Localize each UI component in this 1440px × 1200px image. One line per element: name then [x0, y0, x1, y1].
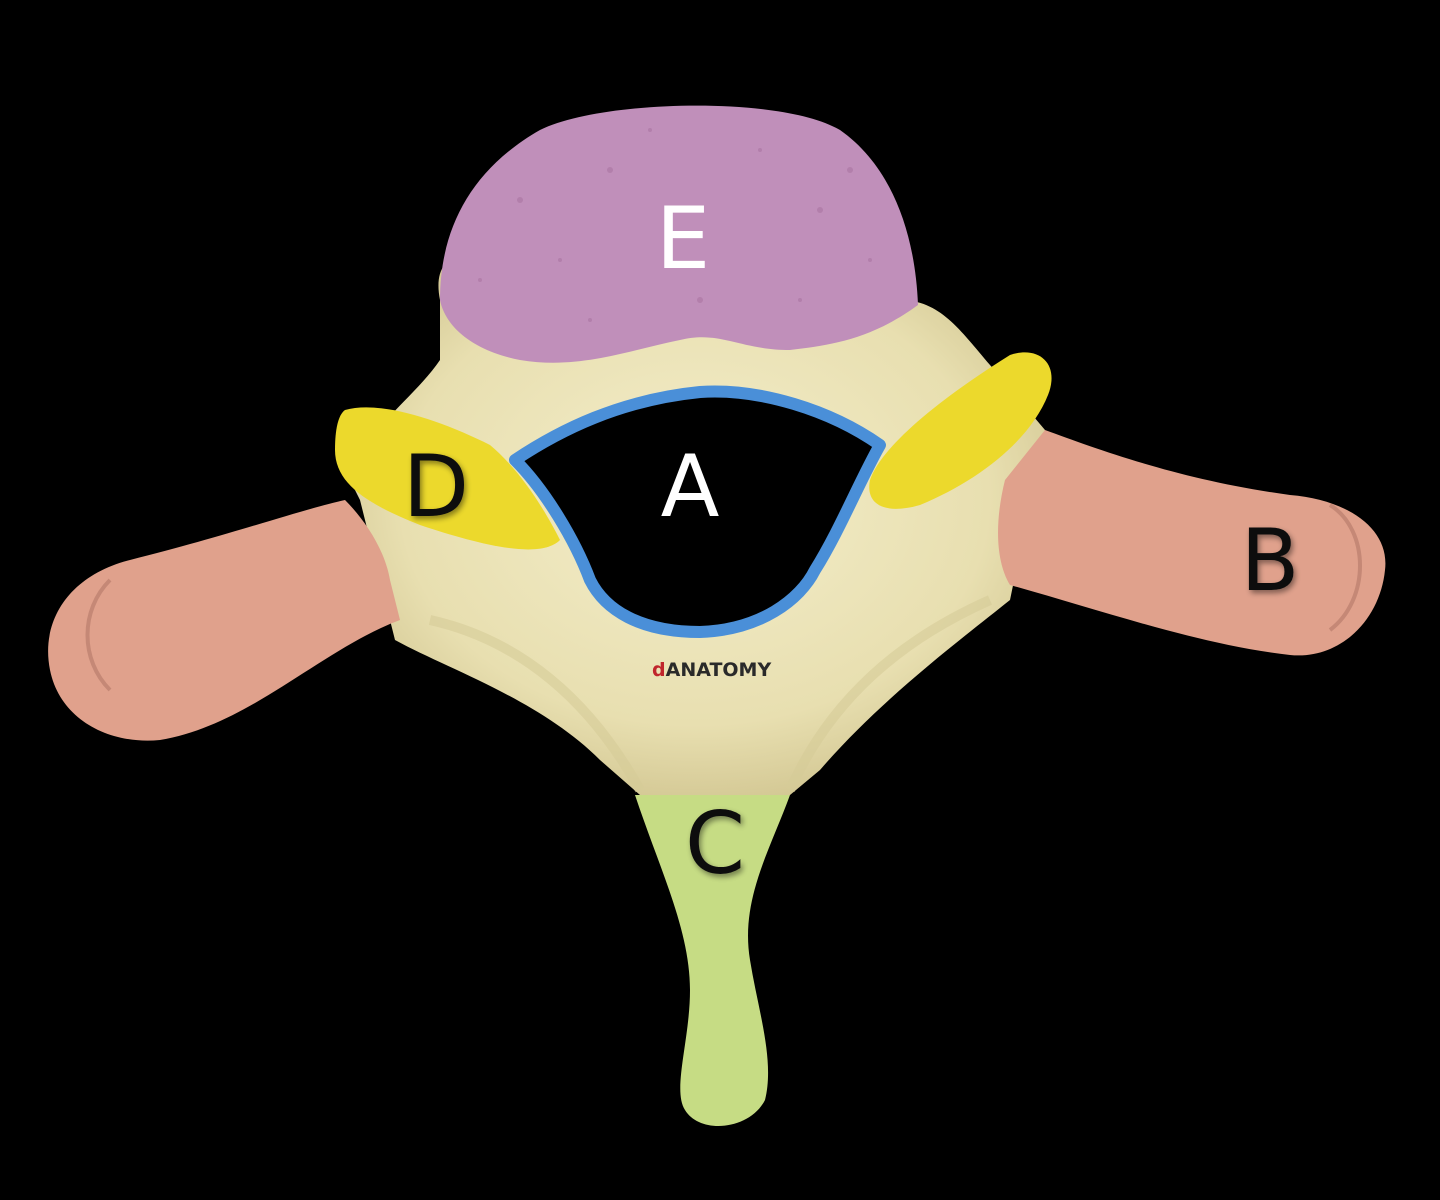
vertebral-body-texture: [478, 128, 872, 322]
articular-facet-right: [869, 352, 1052, 509]
vertebral-foramen: [509, 385, 886, 638]
spinous-process: [635, 795, 790, 1127]
arch-ridge-right: [785, 595, 993, 793]
watermark: dANATOMY: [652, 659, 771, 681]
label-e: E: [656, 189, 710, 289]
label-a: A: [661, 437, 720, 537]
watermark-prefix: d: [652, 659, 666, 681]
articular-facet-left: [335, 407, 560, 550]
label-b: B: [1241, 511, 1300, 611]
vertebral-body-region: [440, 105, 918, 363]
label-d: D: [403, 437, 469, 537]
transverse-process-left-detail: [85, 578, 112, 692]
label-c: C: [685, 794, 745, 894]
watermark-rest: ANATOMY: [666, 659, 772, 681]
transverse-process-left: [48, 500, 401, 741]
arch-ridge-left: [428, 615, 645, 793]
transverse-process-right: [998, 430, 1386, 656]
transverse-process-right-detail: [1328, 503, 1362, 632]
